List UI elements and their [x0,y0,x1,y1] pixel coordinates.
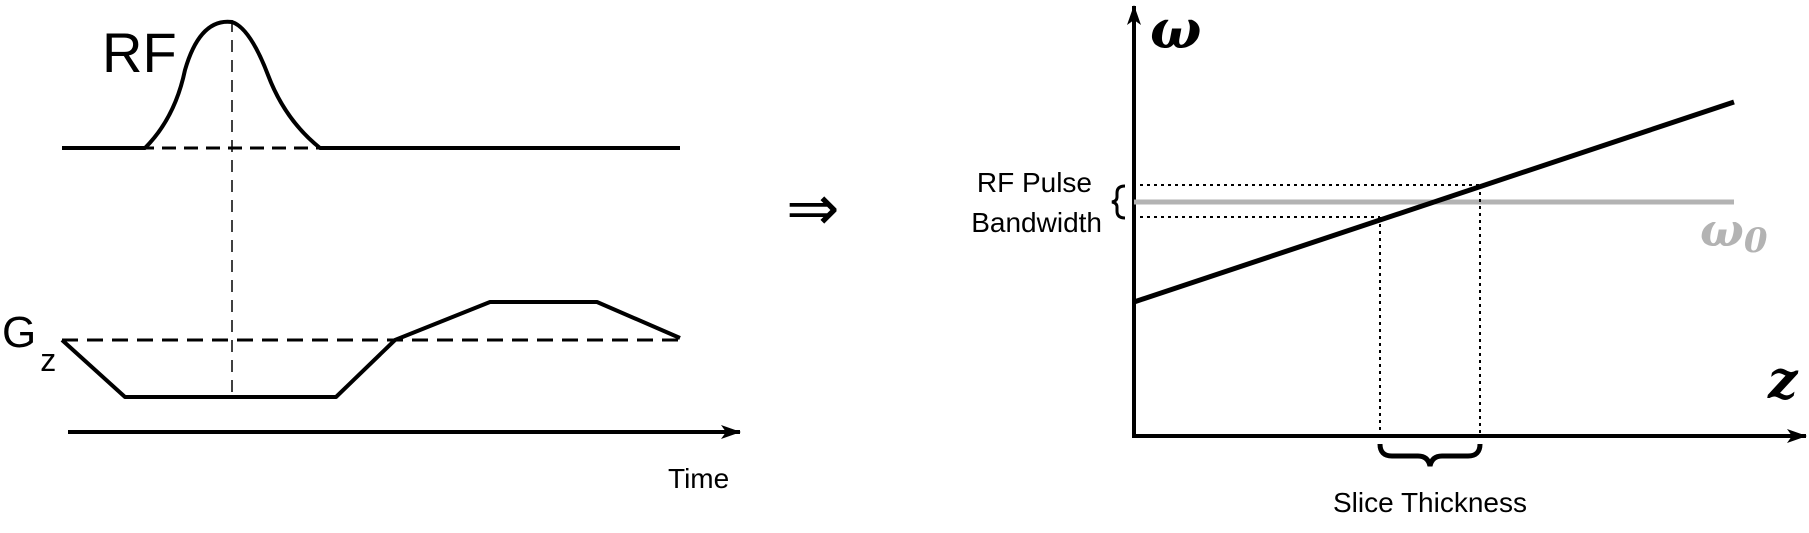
slice-thickness-label: Slice Thickness [1333,487,1527,518]
frequency-position-panel: ω z ω0 RF Pulse Bandwidth Slice Thicknes… [971,0,1807,518]
omega-axis-label: ω [1150,0,1201,61]
pulse-sequence-panel: RF Gz Time [2,19,741,494]
gz-gradient-waveform [60,300,681,399]
gz-label-subscript: z [40,342,56,378]
gz-label: Gz [2,308,56,378]
bandwidth-brace [1111,184,1126,220]
rf-bandwidth-label-line2: Bandwidth [971,207,1102,238]
omega0-label: ω0 [1700,203,1768,261]
omega0-label-subscript: 0 [1744,221,1768,261]
implies-arrow-icon: ⇒ [786,172,840,246]
omega0-label-main: ω [1700,203,1744,257]
time-axis-label: Time [668,463,729,494]
gradient-frequency-line [1133,99,1735,305]
slice-thickness-brace [1377,443,1483,467]
rf-label: RF [102,21,177,84]
z-axis-label: z [1767,350,1799,411]
rf-bandwidth-label-line1: RF Pulse [977,167,1092,198]
gz-label-main: G [2,308,36,357]
